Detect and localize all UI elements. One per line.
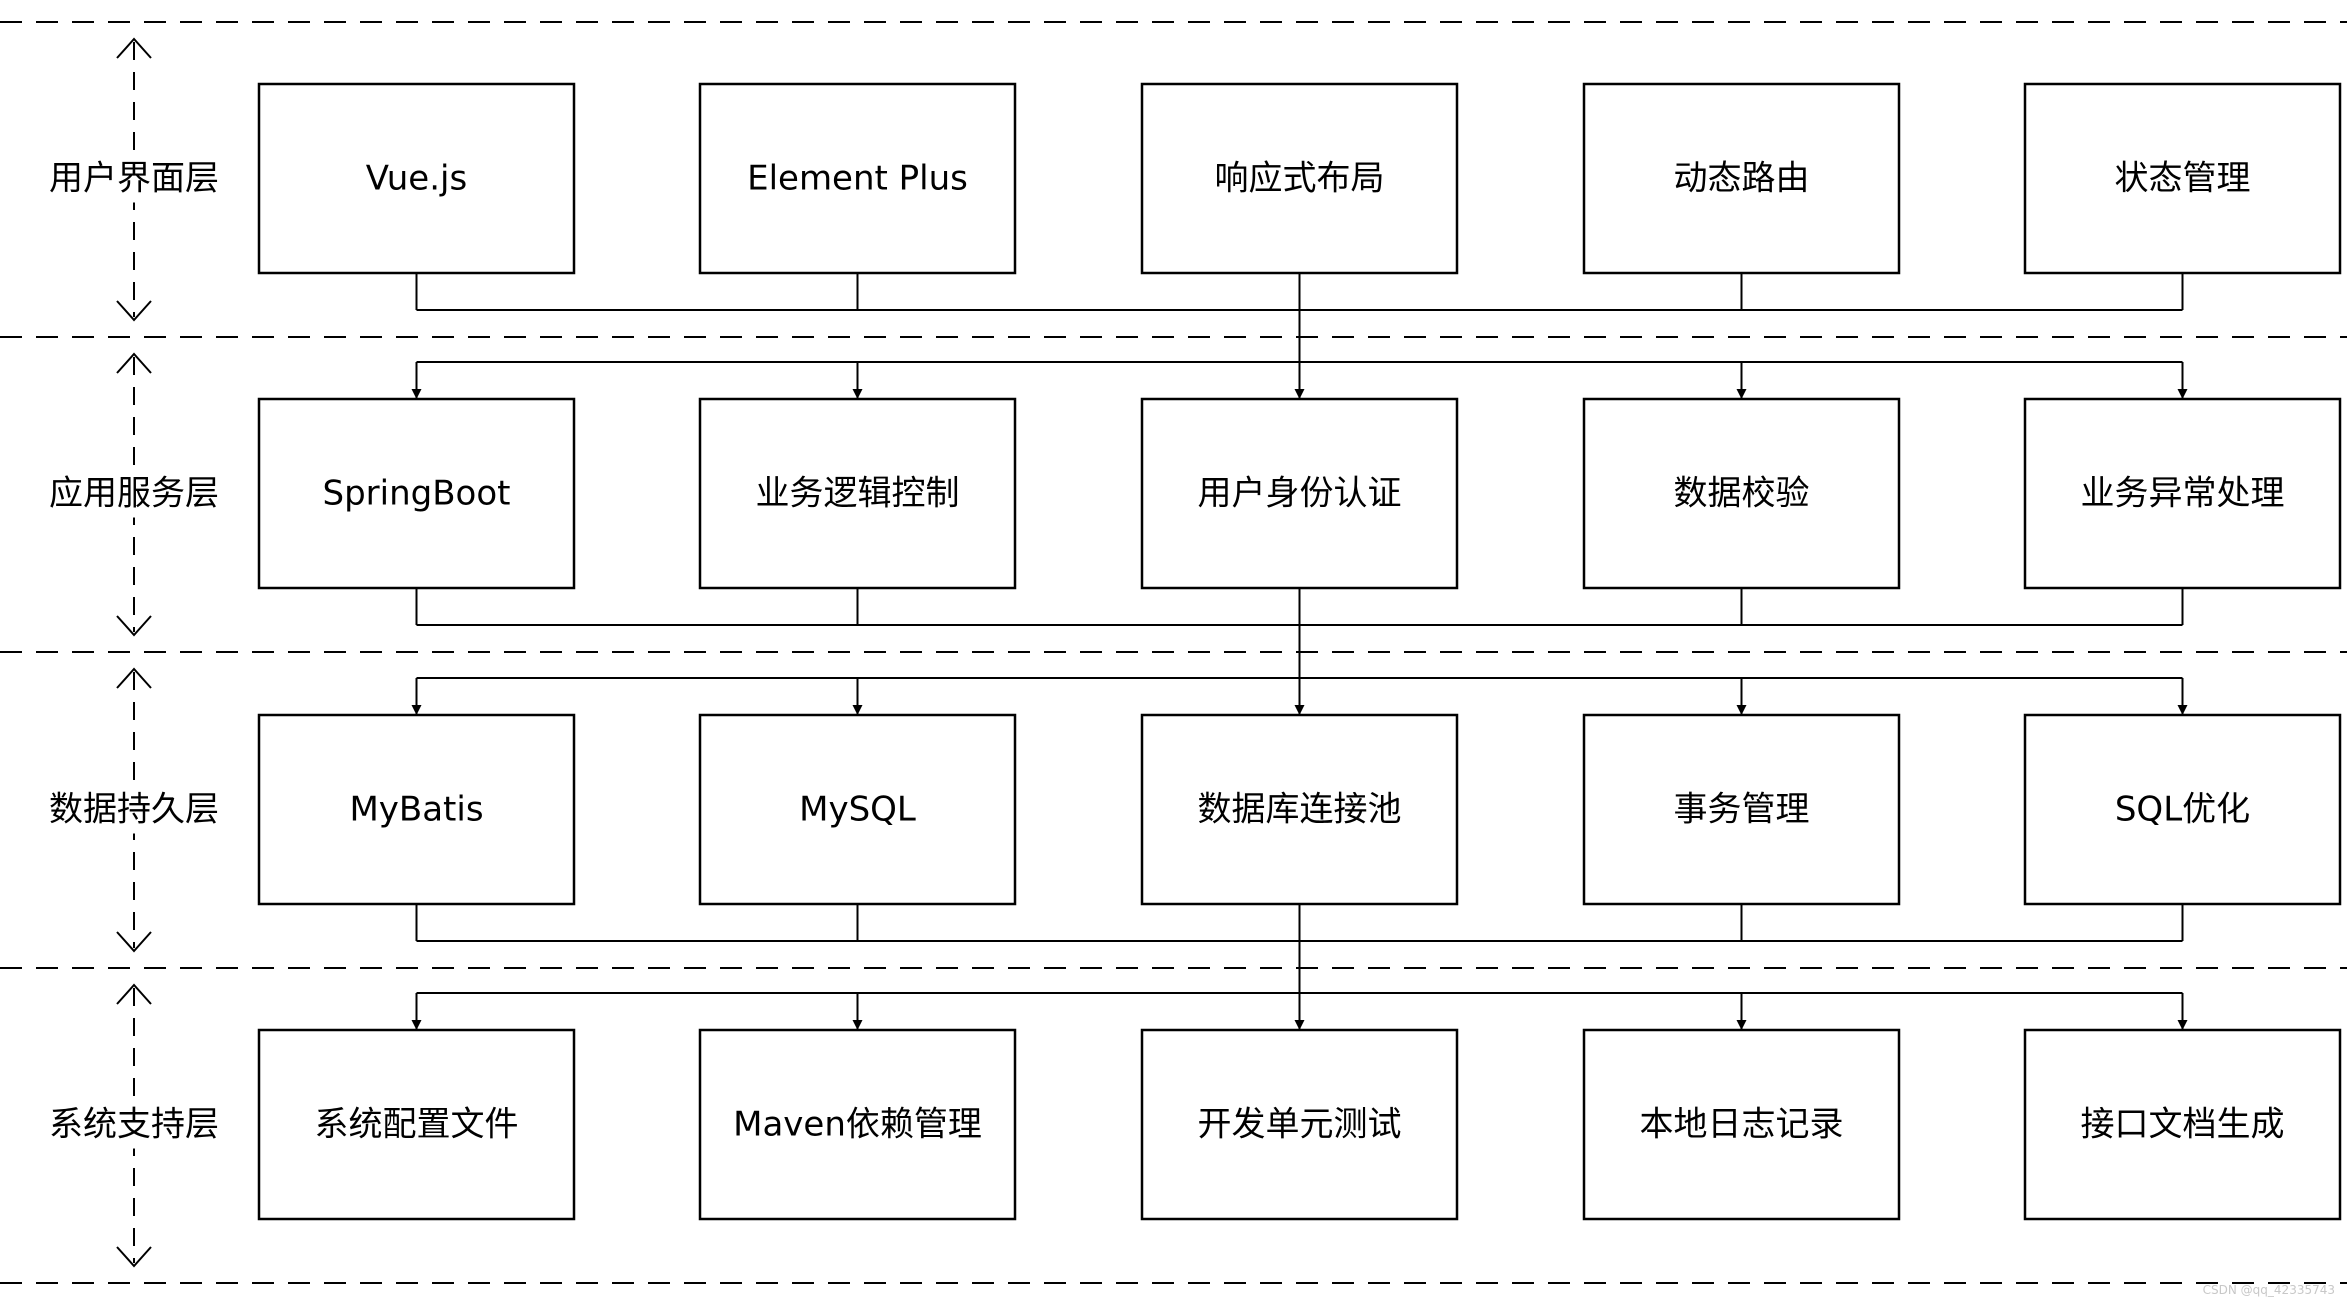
component-box: MySQL [698,713,1017,906]
component-label: 响应式布局 [1215,159,1385,199]
component-box-frame [2023,713,2342,906]
component-box-frame [2023,82,2342,275]
component-box-frame [257,82,576,275]
component-box-frame [698,713,1017,906]
layer-1: 用户界面层 Vue.js Element Plus 响应式布局 动态路由 状态管理 [46,37,2342,322]
layer-connector-3 [411,904,2188,1030]
component-box-frame [698,397,1017,590]
arrow-down-icon [116,1246,152,1268]
layer-label: 用户界面层 [49,159,219,199]
layer-label: 应用服务层 [49,474,219,514]
arrow-up-icon [116,37,152,59]
component-box-frame [1140,397,1459,590]
arrow-down-icon [116,615,152,637]
component-box-frame [2023,397,2342,590]
component-box: 数据校验 [1582,397,1901,590]
component-box: 用户身份认证 [1140,397,1459,590]
component-label: Maven依赖管理 [733,1105,982,1145]
layer-label-bg [46,154,226,203]
layer-connector-1 [411,273,2188,399]
layer-4: 系统支持层 系统配置文件 Maven依赖管理 开发单元测试 本地日志记录 接口文档生成 [46,983,2342,1268]
layer-2: 应用服务层 SpringBoot 业务逻辑控制 用户身份认证 数据校验 业务异常处理 [46,352,2342,637]
component-box-frame [698,1028,1017,1221]
component-label: 系统配置文件 [315,1105,519,1145]
component-box-frame [1140,1028,1459,1221]
arrow-down-icon [116,300,152,322]
component-label: 事务管理 [1674,790,1810,830]
layer-separators [0,21,2347,1284]
component-box-frame [257,713,576,906]
component-box-frame [257,397,576,590]
component-box-frame [257,1028,576,1221]
component-box-frame [1582,713,1901,906]
component-box: 数据库连接池 [1140,713,1459,906]
layer-label-bg [46,469,226,518]
component-box: SQL优化 [2023,713,2342,906]
component-box: 系统配置文件 [257,1028,576,1221]
component-box: 状态管理 [2023,82,2342,275]
component-box: 业务逻辑控制 [698,397,1017,590]
component-label: Element Plus [747,159,968,199]
arrow-down-icon [116,931,152,953]
component-label: 本地日志记录 [1640,1105,1844,1145]
layer-label-bg [46,785,226,834]
arrow-up-icon [116,352,152,374]
watermark: CSDN @qq_42335743 [2203,1283,2335,1297]
component-box: Maven依赖管理 [698,1028,1017,1221]
component-box: 业务异常处理 [2023,397,2342,590]
component-label: 用户身份认证 [1198,474,1402,514]
component-label: 数据校验 [1674,474,1810,514]
component-box-frame [1582,1028,1901,1221]
component-box: 接口文档生成 [2023,1028,2342,1221]
component-box: 本地日志记录 [1582,1028,1901,1221]
component-label: 开发单元测试 [1198,1105,1402,1145]
component-label: SQL优化 [2115,790,2250,830]
component-box: 动态路由 [1582,82,1901,275]
component-label: MyBatis [349,790,483,830]
component-box: Element Plus [698,82,1017,275]
component-box: 事务管理 [1582,713,1901,906]
component-box-frame [698,82,1017,275]
component-label: Vue.js [366,159,467,199]
component-box-frame [1140,82,1459,275]
connectors [411,273,2188,1030]
component-label: 动态路由 [1674,159,1810,199]
component-label: 状态管理 [2115,159,2251,199]
component-label: 接口文档生成 [2081,1105,2285,1145]
component-label: SpringBoot [323,474,511,514]
arrow-up-icon [116,983,152,1005]
layer-label-bg [46,1100,226,1149]
component-box: Vue.js [257,82,576,275]
layer-3: 数据持久层 MyBatis MySQL 数据库连接池 事务管理 SQL优化 [46,667,2342,953]
component-box-frame [1582,397,1901,590]
component-box: SpringBoot [257,397,576,590]
component-box-frame [2023,1028,2342,1221]
component-box-frame [1582,82,1901,275]
component-box: 开发单元测试 [1140,1028,1459,1221]
component-box-frame [1140,713,1459,906]
component-box: 响应式布局 [1140,82,1459,275]
component-label: 业务逻辑控制 [756,474,960,514]
layer-label: 系统支持层 [49,1105,219,1145]
component-label: MySQL [799,790,916,830]
layer-label: 数据持久层 [49,790,219,830]
arrow-up-icon [116,667,152,689]
component-box: MyBatis [257,713,576,906]
layers: 用户界面层 Vue.js Element Plus 响应式布局 动态路由 状态管理应用服务… [46,37,2342,1268]
layer-connector-2 [411,588,2188,715]
component-label: 业务异常处理 [2081,474,2285,514]
component-label: 数据库连接池 [1198,790,1402,830]
